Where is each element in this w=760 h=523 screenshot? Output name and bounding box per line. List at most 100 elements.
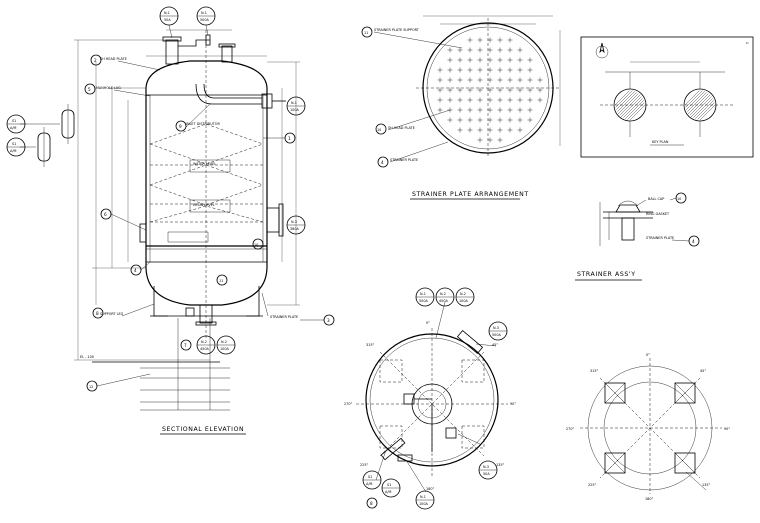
leg-angle-90: 90°: [724, 427, 730, 431]
nozzle-size: 380A: [290, 227, 299, 231]
nozzle-size: 500A: [200, 18, 209, 22]
nozzle-mark: S1: [12, 119, 16, 123]
nozzle-bubble-p-left-low-b: S1 A/M: [381, 478, 401, 498]
hatch-line: [617, 93, 639, 115]
callout-number: 4: [134, 268, 137, 273]
callout-number: 1: [288, 136, 291, 141]
callout-number: 10: [254, 243, 258, 247]
hatch-line: [615, 90, 633, 108]
callout-number: 8: [370, 501, 373, 506]
nozzle-mark: S1: [387, 483, 391, 487]
leg-angle-315: 315°: [590, 369, 598, 373]
strainer-plate-arrangement-view: STRAINER PLATE SUPPORT SH HEAD PLATE STR…: [373, 15, 561, 200]
support-leg-layout: 0° 90° 180° 270° 45° 135° 225° 315°: [566, 353, 730, 501]
nozzle-bubble-p-right-low: N-3 50A: [478, 460, 498, 480]
nozzle-bubble-n3-side: N-3 380A: [286, 215, 306, 235]
hatch-line: [616, 91, 635, 110]
callout-number: 9: [179, 124, 182, 129]
hatch-line: [627, 102, 645, 120]
key-plan-corner-mark: ⊏: [746, 41, 749, 45]
nozzle-mark: N-1: [291, 101, 297, 105]
nozzle-bubble-p-left-low: S1 A/M: [362, 470, 382, 490]
hatch-line: [619, 94, 641, 116]
callout-number: 2: [94, 58, 97, 63]
callout-11: 11: [216, 274, 228, 286]
callout-number: 4: [381, 160, 384, 165]
sectional-elevation-view: WATER LEVEL RESIN LEVEL: [20, 29, 300, 435]
hatch-line: [617, 92, 637, 112]
angle-180: 180°: [426, 487, 434, 491]
nozzle-mark: N-3: [493, 326, 499, 330]
hatch-line: [614, 90, 630, 106]
nozzle-mark: N-3: [291, 220, 297, 224]
callout-7: 7: [180, 339, 192, 351]
key-plan-view: ⊏ KEY PLAN: [580, 36, 754, 158]
strainer-plate-support-text: STRAINER PLATE SUPPORT: [374, 28, 420, 32]
callout-10c: 10: [669, 192, 687, 204]
nozzle-mark: N-1: [420, 495, 426, 499]
strainer-assy-title: STRAINER ASS'Y: [577, 271, 636, 278]
callout-8: 8: [92, 307, 104, 319]
hatch-line: [625, 100, 644, 119]
hatch-line: [693, 98, 713, 118]
callout-number: 8: [96, 311, 99, 316]
hatch-line: [695, 100, 714, 119]
hatch-line: [623, 98, 643, 118]
hatch-line: [620, 96, 642, 118]
nozzle-bubble-p-top: N-1 500A: [415, 287, 435, 307]
sh-head-plate-text: SH HEAD PLATE: [100, 57, 127, 61]
nozzle-size: 50A: [164, 18, 171, 22]
angle-270: 270°: [344, 402, 352, 406]
callout-10: 10: [252, 238, 264, 250]
nozzle-size: 450A: [439, 299, 448, 303]
leg-angle-135: 135°: [702, 483, 710, 487]
ring-gasket-text: RING GASKET: [646, 212, 670, 216]
leg-angle-270: 270°: [566, 427, 574, 431]
resin-level-text: RESIN LEVEL: [193, 203, 215, 207]
nozzle-bubble-n1-top-b: N-1 500A: [196, 6, 216, 36]
nozzle-bubble-n1-top-a: N-1 50A: [159, 6, 179, 39]
strainer-plate-assy-text: STRAINER PLATE: [646, 236, 674, 240]
nozzle-mark: N-1: [420, 292, 426, 296]
angle-315: 315°: [366, 343, 374, 347]
key-plan-hatch-left: [614, 90, 646, 121]
callout-11b: 11: [361, 26, 373, 38]
water-level-text: WATER LEVEL: [193, 162, 216, 166]
nozzle-mark: S1: [12, 142, 16, 146]
callout-number: 12: [89, 385, 93, 389]
nozzle-bubble-n2-bottom: N-2 450A: [196, 335, 216, 355]
hatch-line: [699, 104, 716, 121]
nozzle-size: 100A: [419, 502, 428, 506]
callout-number: 7: [184, 343, 187, 348]
nozzle-mark: N-2: [440, 292, 446, 296]
inlet-distributor-text: INLET DISTRIBUTOR: [186, 122, 220, 126]
callout-number: 10: [377, 128, 381, 132]
callout-number: 11: [364, 31, 368, 35]
strainer-assy-view: BALL CAP RING GASKET STRAINER PLATE STRA…: [575, 197, 674, 281]
hatch-line: [687, 93, 709, 115]
nozzle-mark: N-2: [221, 340, 227, 344]
nozzle-bubble-p-right: N-3 500A: [488, 321, 508, 341]
nozzle-orientation-plan: 0° 45° 90° 135° 180° 225° 270° 315°: [344, 301, 516, 493]
nozzle-bubble-n1-side: N-1 100A: [286, 96, 306, 116]
callout-number: 11: [219, 279, 223, 283]
nozzle-size: A/M: [10, 126, 16, 130]
key-plan-hatch-right: [684, 90, 716, 121]
nozzle-mark: N-3: [483, 465, 489, 469]
leg-angle-0: 0°: [646, 353, 650, 357]
manhole-lug-text: MANHOLE LUG: [96, 86, 121, 90]
hatch-line: [629, 104, 646, 121]
callout-4b: 4: [377, 156, 389, 168]
strainer-plate-text: STRAINER PLATE: [390, 158, 418, 162]
hatch-line: [686, 91, 705, 110]
callout-12: 12: [86, 373, 151, 392]
leg-angle-180: 180°: [645, 497, 653, 501]
nozzle-bubble-n2-bottom-b: N-2 100A: [216, 335, 236, 355]
angle-135: 135°: [496, 463, 504, 467]
nozzle-mark: N-2: [201, 340, 207, 344]
hatch-line: [684, 90, 700, 106]
sh-head-plate-b-text: SH HEAD PLATE: [388, 126, 415, 130]
callout-1: 1: [263, 132, 296, 144]
angle-90: 90°: [510, 402, 516, 406]
